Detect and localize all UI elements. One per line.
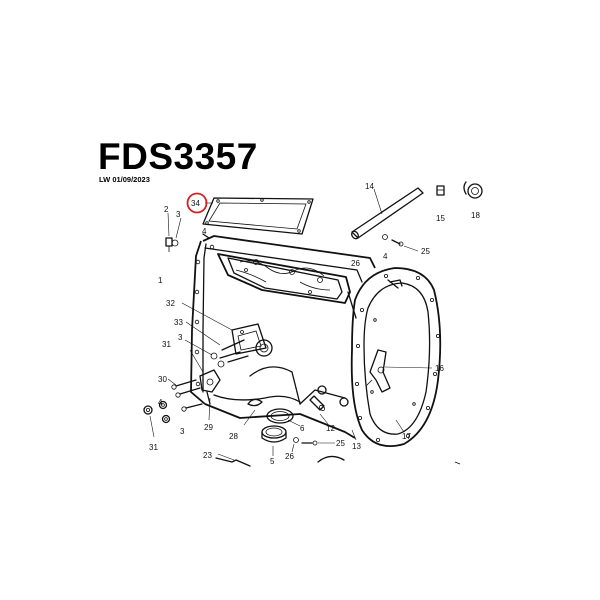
dowel-pin[interactable] bbox=[202, 233, 210, 239]
cover-gasket[interactable] bbox=[202, 197, 314, 235]
callout-23: 23 bbox=[203, 451, 212, 460]
transmission-case[interactable] bbox=[190, 235, 376, 439]
callout-17: 17 bbox=[402, 432, 411, 441]
callout-4: 4 bbox=[383, 252, 388, 261]
callout-32: 32 bbox=[166, 299, 175, 308]
callout-4: 4 bbox=[202, 227, 207, 236]
callout-25: 25 bbox=[421, 247, 430, 256]
shift-rail-shaft[interactable] bbox=[350, 187, 424, 240]
bolt-pair[interactable] bbox=[171, 379, 203, 412]
callout-2: 2 bbox=[164, 205, 169, 214]
callout-18: 18 bbox=[471, 211, 480, 220]
lower-bolt-and-washer[interactable] bbox=[291, 437, 335, 453]
callout-1: 1 bbox=[158, 276, 163, 285]
callout-26: 26 bbox=[285, 452, 294, 461]
callout-14: 14 bbox=[365, 182, 374, 191]
revision-date: LW 01/09/2023 bbox=[99, 175, 150, 184]
callout-5: 5 bbox=[270, 457, 275, 466]
callout-31: 31 bbox=[162, 340, 171, 349]
rear-flange[interactable] bbox=[350, 267, 442, 448]
cotter-pin[interactable] bbox=[243, 398, 263, 426]
callout-33: 33 bbox=[174, 318, 183, 327]
highlight-ring bbox=[186, 192, 208, 214]
callout-4: 4 bbox=[158, 398, 163, 407]
stud[interactable] bbox=[387, 279, 403, 289]
callout-25: 25 bbox=[336, 439, 345, 448]
callout-6: 6 bbox=[300, 424, 305, 433]
shift-fork[interactable] bbox=[365, 349, 391, 393]
bottom-cover[interactable] bbox=[215, 453, 461, 467]
bolt-set[interactable] bbox=[210, 339, 249, 368]
callout-34: 34 bbox=[191, 199, 200, 208]
bolt-and-lockwasher[interactable] bbox=[165, 237, 179, 252]
callout-30: 30 bbox=[158, 375, 167, 384]
bearing-cup[interactable] bbox=[261, 425, 287, 456]
oil-seal-ring[interactable] bbox=[266, 408, 301, 427]
callout-3: 3 bbox=[178, 333, 183, 342]
callout-12: 12 bbox=[326, 424, 335, 433]
callout-3: 3 bbox=[180, 427, 185, 436]
nut-and-washers[interactable] bbox=[143, 400, 171, 424]
callout-16: 16 bbox=[435, 364, 444, 373]
callout-29: 29 bbox=[204, 423, 213, 432]
seal[interactable] bbox=[463, 181, 483, 199]
shift-lever-bracket[interactable] bbox=[199, 369, 221, 405]
drain-plug[interactable] bbox=[309, 395, 329, 425]
callout-26: 26 bbox=[351, 259, 360, 268]
part-number-title: FDS3357 bbox=[98, 136, 258, 177]
callout-28: 28 bbox=[229, 432, 238, 441]
callout-13: 13 bbox=[352, 442, 361, 451]
callout-3: 3 bbox=[176, 210, 181, 219]
callout-15: 15 bbox=[436, 214, 445, 223]
callout-31: 31 bbox=[149, 443, 158, 452]
plug[interactable] bbox=[436, 185, 445, 196]
screw-and-washer[interactable] bbox=[382, 234, 419, 252]
